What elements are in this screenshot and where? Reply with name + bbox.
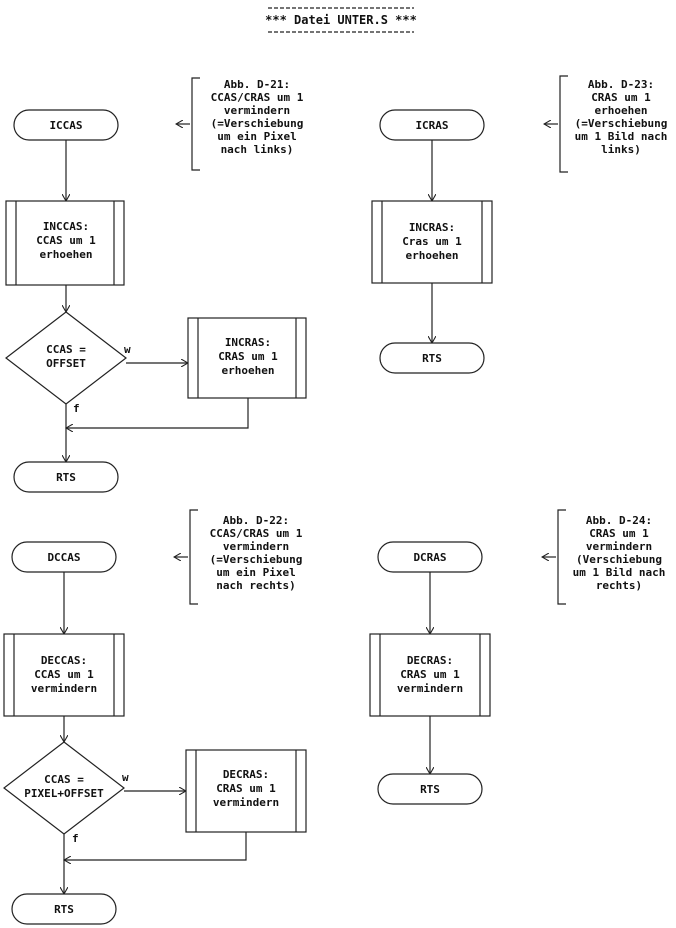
process-line: DECRAS: bbox=[223, 768, 269, 781]
annotation-line: CRAS um 1 bbox=[591, 91, 651, 104]
dccas-end-label: RTS bbox=[54, 903, 74, 916]
annotation-line: (=Verschiebung bbox=[575, 117, 668, 130]
process-line: INCCAS: bbox=[43, 220, 89, 233]
page-header: *** Datei UNTER.S *** bbox=[265, 7, 417, 33]
dccas-start-label: DCCAS bbox=[47, 551, 80, 564]
dcras-end-label: RTS bbox=[420, 783, 440, 796]
annotation-line: (=Verschiebung bbox=[211, 117, 304, 130]
decision-line: CCAS = bbox=[46, 343, 86, 356]
dccas-annotation: Abb. D-22: CCAS/CRAS um 1 vermindern (=V… bbox=[174, 509, 303, 605]
annotation-line: nach links) bbox=[221, 143, 294, 156]
dccas-process-deccas: DECCAS: CCAS um 1 vermindern bbox=[3, 633, 125, 717]
process-line: Cras um 1 bbox=[402, 235, 462, 248]
decision-line: OFFSET bbox=[46, 357, 86, 370]
iccas-end-terminal bbox=[13, 461, 119, 493]
annotation-line: vermindern bbox=[586, 540, 652, 553]
process-line: vermindern bbox=[213, 796, 279, 809]
process-line: erhoehen bbox=[406, 249, 459, 262]
annotation-line: (Verschiebung bbox=[576, 553, 662, 566]
annotation-line: vermindern bbox=[224, 104, 290, 117]
dccas-end-terminal bbox=[11, 893, 117, 925]
annotation-line: Abb. D-22: bbox=[223, 514, 289, 527]
page-title: *** Datei UNTER.S *** bbox=[265, 13, 417, 27]
decision-line: CCAS = bbox=[44, 773, 84, 786]
process-line: vermindern bbox=[31, 682, 97, 695]
icras-start-label: ICRAS bbox=[415, 119, 448, 132]
iccas-process-incras: INCRAS: CRAS um 1 erhoehen bbox=[187, 317, 307, 399]
dcras-process-decras: DECRAS: CRAS um 1 vermindern bbox=[369, 633, 491, 717]
flow-dcras: DCRAS DECRAS: CRAS um 1 vermindern RTS A… bbox=[369, 509, 666, 805]
annotation-line: rechts) bbox=[596, 579, 642, 592]
process-line: CCAS um 1 bbox=[34, 668, 94, 681]
dcras-end-terminal bbox=[377, 773, 483, 805]
dccas-decision: CCAS = PIXEL+OFFSET bbox=[3, 741, 125, 835]
annotation-line: Abb. D-21: bbox=[224, 78, 290, 91]
annotation-line: erhoehen bbox=[595, 104, 648, 117]
annotation-line: Abb. D-23: bbox=[588, 78, 654, 91]
process-line: CRAS um 1 bbox=[218, 350, 278, 363]
decision-line: PIXEL+OFFSET bbox=[24, 787, 104, 800]
annotation-line: vermindern bbox=[223, 540, 289, 553]
process-line: CRAS um 1 bbox=[216, 782, 276, 795]
iccas-process-inccas: INCCAS: CCAS um 1 erhoehen bbox=[5, 200, 125, 286]
no-label: f bbox=[72, 832, 79, 845]
annotation-line: CCAS/CRAS um 1 bbox=[211, 91, 304, 104]
flow-iccas: ICCAS INCCAS: CCAS um 1 erhoehen CCAS = … bbox=[5, 77, 307, 493]
process-line: erhoehen bbox=[222, 364, 275, 377]
dcras-start-label: DCRAS bbox=[413, 551, 446, 564]
arrow bbox=[66, 398, 249, 428]
process-line: DECRAS: bbox=[407, 654, 453, 667]
iccas-decision: CCAS = OFFSET bbox=[5, 311, 127, 405]
annotation-line: um 1 Bild nach bbox=[575, 130, 668, 143]
annotation-line: (=Verschiebung bbox=[210, 553, 303, 566]
process-line: CCAS um 1 bbox=[36, 234, 96, 247]
process-line: erhoehen bbox=[40, 248, 93, 261]
process-line: CRAS um 1 bbox=[400, 668, 460, 681]
yes-label: w bbox=[124, 343, 131, 356]
annotation-line: nach rechts) bbox=[216, 579, 295, 592]
annotation-line: CRAS um 1 bbox=[589, 527, 649, 540]
dcras-annotation: Abb. D-24: CRAS um 1 vermindern (Verschi… bbox=[542, 509, 666, 605]
process-line: INCRAS: bbox=[409, 221, 455, 234]
iccas-end-label: RTS bbox=[56, 471, 76, 484]
annotation-line: um ein Pixel bbox=[216, 566, 295, 579]
yes-label: w bbox=[122, 771, 129, 784]
flow-icras: ICRAS INCRAS: Cras um 1 erhoehen RTS Abb… bbox=[371, 75, 668, 374]
icras-process-incras: INCRAS: Cras um 1 erhoehen bbox=[371, 200, 493, 284]
annotation-line: um 1 Bild nach bbox=[573, 566, 666, 579]
arrow bbox=[64, 832, 247, 860]
annotation-line: um ein Pixel bbox=[217, 130, 296, 143]
annotation-line: Abb. D-24: bbox=[586, 514, 652, 527]
annotation-line: CCAS/CRAS um 1 bbox=[210, 527, 303, 540]
dccas-process-decras: DECRAS: CRAS um 1 vermindern bbox=[185, 749, 307, 833]
process-line: vermindern bbox=[397, 682, 463, 695]
icras-end-label: RTS bbox=[422, 352, 442, 365]
iccas-annotation: Abb. D-21: CCAS/CRAS um 1 vermindern (=V… bbox=[176, 77, 304, 171]
process-line: INCRAS: bbox=[225, 336, 271, 349]
iccas-start-label: ICCAS bbox=[49, 119, 82, 132]
no-label: f bbox=[73, 402, 80, 415]
icras-annotation: Abb. D-23: CRAS um 1 erhoehen (=Verschie… bbox=[544, 75, 668, 173]
annotation-line: links) bbox=[601, 143, 641, 156]
flow-dccas: DCCAS DECCAS: CCAS um 1 vermindern CCAS … bbox=[3, 509, 307, 925]
icras-end-terminal bbox=[379, 342, 485, 374]
process-line: DECCAS: bbox=[41, 654, 87, 667]
